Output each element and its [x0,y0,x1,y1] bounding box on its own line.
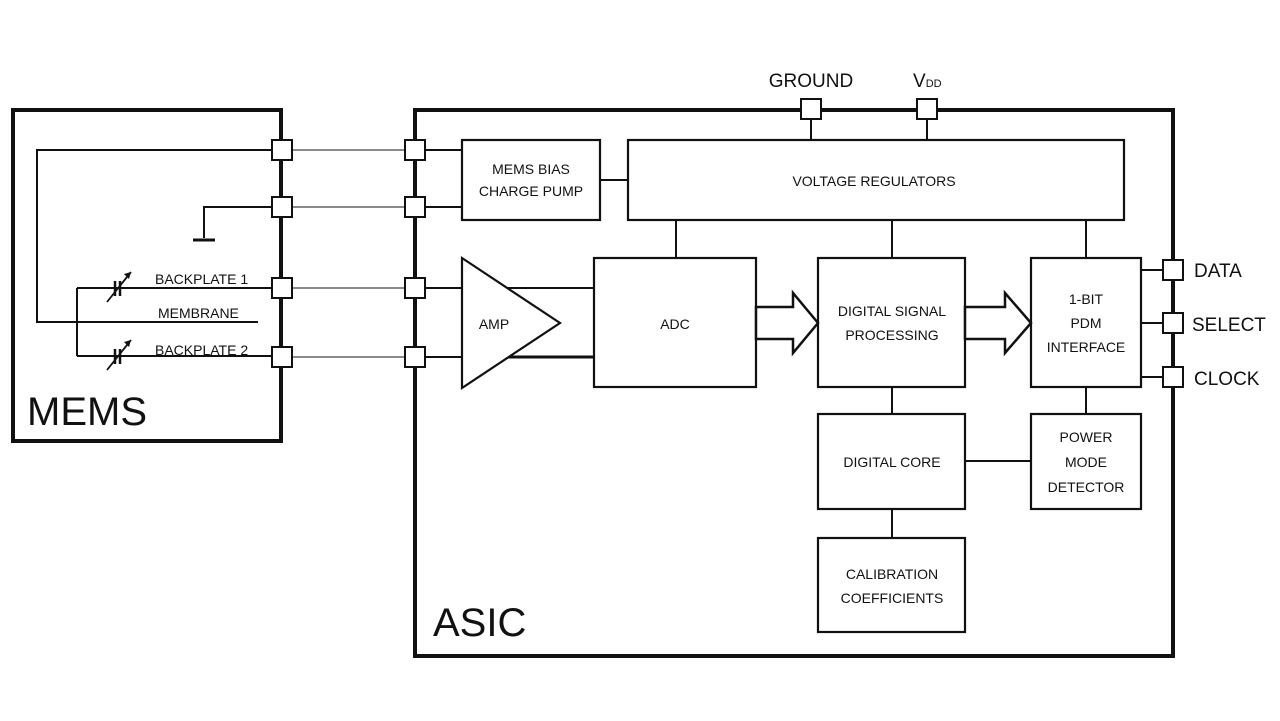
clock-pin-label: CLOCK [1194,369,1260,390]
mems-ground-wire [203,206,272,238]
mems-bias-label-line2: CHARGE PUMP [479,183,583,199]
dsp-label-line1: DIGITAL SIGNAL [838,303,946,319]
vdd-main: V [913,71,926,92]
asic-left-pin-2 [404,196,426,218]
calibration-coefficients-block [816,536,967,634]
amp-triangle [460,255,562,391]
power-mode-detector-block [1029,412,1143,511]
vdd-pin-label: VDD [913,71,942,92]
cal-label-line1: CALIBRATION [846,566,938,582]
variable-capacitor-1-icon [106,271,132,303]
vdd-pin [916,98,938,120]
select-pin [1162,312,1184,334]
data-pin [1162,259,1184,281]
mems-pin-4 [271,346,293,368]
ground-pin-label: GROUND [769,71,853,92]
mems-frame [11,108,283,443]
select-pin-label: SELECT [1192,315,1266,336]
pmd-label-line1: POWER [1060,429,1113,445]
cal-label-line2: COEFFICIENTS [841,590,944,606]
pins [271,98,1184,388]
asic-left-pin-3 [404,277,426,299]
pdm-label-line2: PDM [1070,315,1101,331]
dsp-block [816,256,967,389]
pmd-label-line2: MODE [1065,454,1107,470]
pdm-label-line1: 1-BIT [1069,291,1104,307]
asic-left-pin-4 [404,346,426,368]
ground-pin [800,98,822,120]
mems-pin-3 [271,277,293,299]
backplate2-label: BACKPLATE 2 [155,342,248,358]
vdd-subscript: DD [926,78,942,90]
mems-module: BACKPLATE 1 MEMBRANE BACKPLATE 2 MEMS [11,108,283,443]
dsp-to-pdm-arrow-icon [963,289,1033,357]
membrane-label: MEMBRANE [158,305,239,321]
pdm-interface-block [1029,256,1143,389]
pmd-label-line3: DETECTOR [1048,479,1125,495]
pdm-label-line3: INTERFACE [1047,339,1126,355]
mems-bias-charge-pump-block [460,138,602,222]
variable-capacitor-2-icon [106,339,132,371]
mems-to-asic-wires [292,149,406,358]
digital-core-block [816,412,967,511]
asic-left-pin-1 [404,139,426,161]
asic-module: MEMS BIAS CHARGE PUMP VOLTAGE REGULATORS… [413,108,1175,658]
adc-block [592,256,758,389]
mems-pin-2 [271,196,293,218]
mems-bias-loop-wire [36,149,272,323]
dsp-label-line2: PROCESSING [845,327,938,343]
backplate1-label: BACKPLATE 1 [155,271,248,287]
digital-core-label: DIGITAL CORE [843,454,940,470]
mems-title: MEMS [27,390,147,434]
voltage-regulators-label: VOLTAGE REGULATORS [792,173,955,189]
adc-label: ADC [660,316,690,332]
asic-title: ASIC [433,601,526,645]
voltage-regulators-block [626,138,1126,222]
adc-to-dsp-arrow-icon [754,289,820,357]
data-pin-label: DATA [1194,261,1242,282]
amp-label: AMP [479,316,509,332]
mems-pin-1 [271,139,293,161]
clock-pin [1162,366,1184,388]
mems-bias-label-line1: MEMS BIAS [492,161,570,177]
